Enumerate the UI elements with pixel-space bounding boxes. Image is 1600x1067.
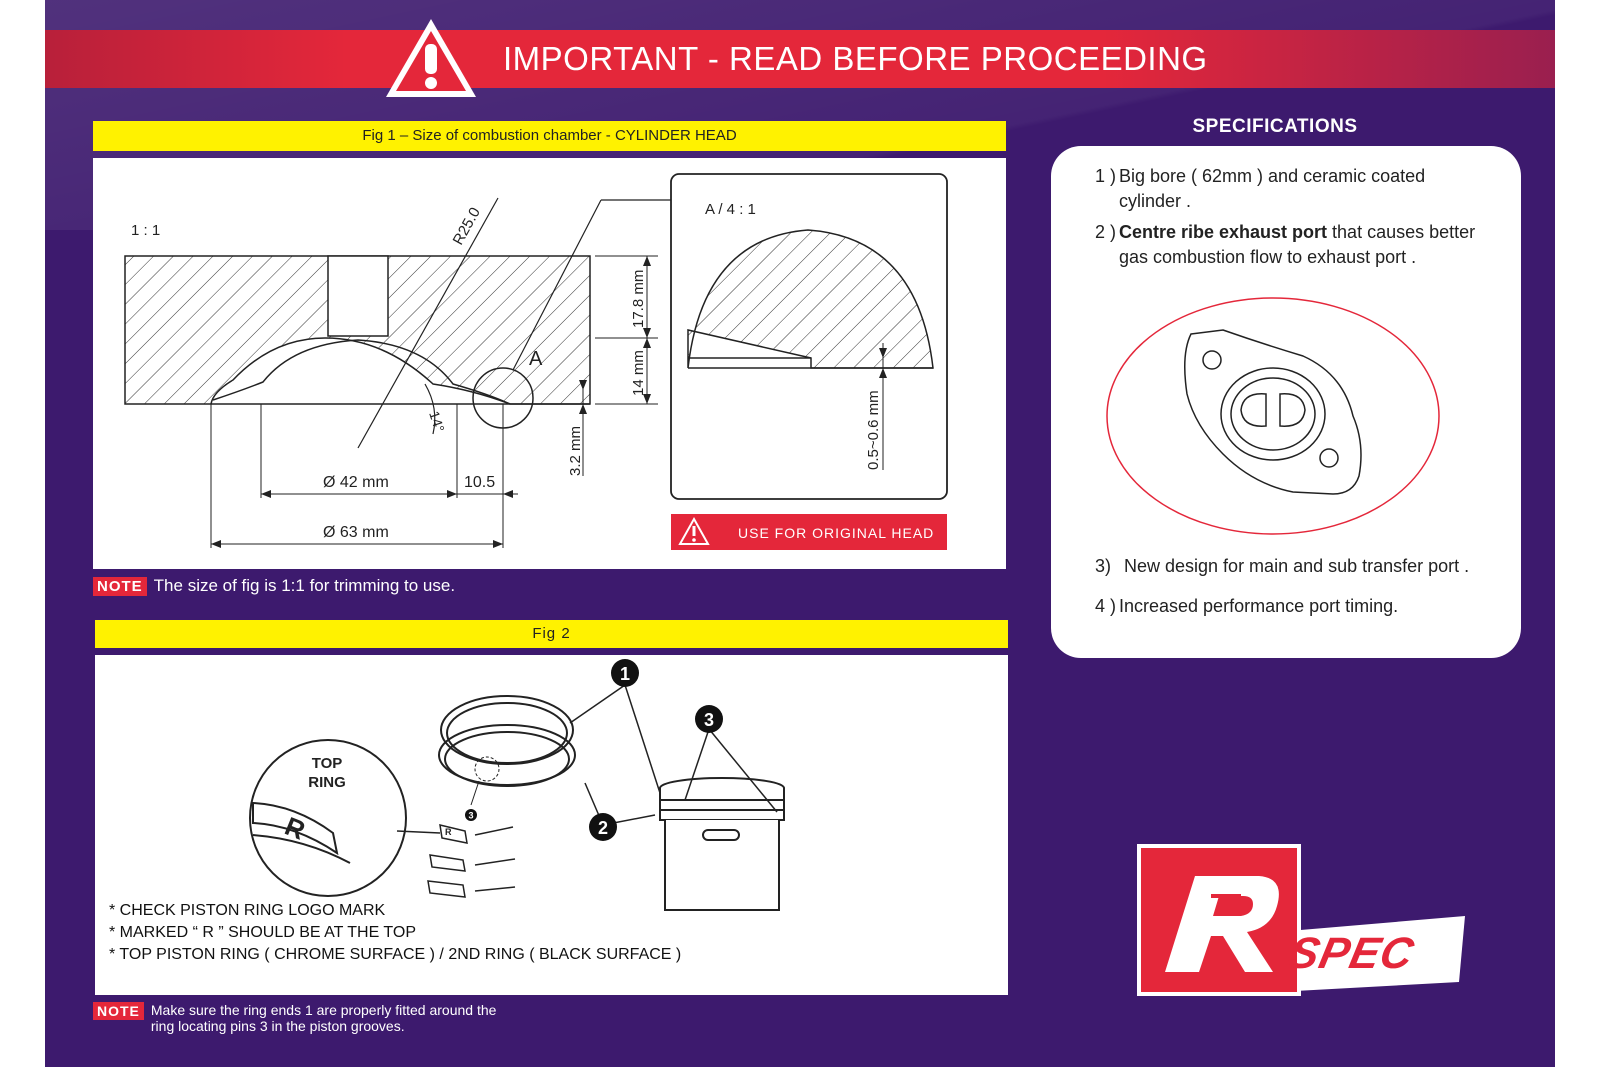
svg-text:2: 2 xyxy=(598,818,608,838)
spec-item: 4 )Increased performance port timing. xyxy=(1095,596,1399,616)
gap-label: 0.5~0.6 mm xyxy=(865,390,882,470)
detail-marker: A xyxy=(529,348,543,370)
detail-scale-label: A / 4 : 1 xyxy=(705,201,756,218)
callout-3: 3 xyxy=(695,705,723,733)
top-ring-label-line1: TOP xyxy=(312,755,343,772)
fig2-note-text: Make sure the ring ends 1 are properly f… xyxy=(150,1002,497,1034)
logo-r-letter xyxy=(1165,876,1279,972)
radius-leader xyxy=(357,197,499,449)
height-mid-label: 14 mm xyxy=(630,350,647,396)
fig2-title: Fig 2 xyxy=(95,620,1008,648)
svg-text:3: 3 xyxy=(468,811,473,821)
warning-triangle-icon xyxy=(386,19,476,97)
top-ring-magnifier xyxy=(249,739,407,897)
detail-leader xyxy=(512,199,602,371)
warning-small-icon xyxy=(678,516,710,545)
specifications-card: 1 )Big bore ( 62mm ) and ceramic coated … xyxy=(1051,146,1521,658)
instruction-sheet: IMPORTANT - READ BEFORE PROCEEDING Fig 1… xyxy=(45,0,1555,1067)
fig1-note-text: The size of fig is 1:1 for trimming to u… xyxy=(153,576,456,595)
spec-item: 3) New design for main and sub transfer … xyxy=(1095,556,1470,576)
specifications-title: SPECIFICATIONS xyxy=(1192,116,1358,137)
original-head-warning xyxy=(671,514,947,550)
spec-item: 2 )Centre ribe exhaust port that causes … xyxy=(1095,222,1476,267)
instruction-line: * TOP PISTON RING ( CHROME SURFACE ) / 2… xyxy=(109,946,681,963)
exhaust-gasket-illustration xyxy=(1106,297,1440,535)
fig1-note: NOTE The size of fig is 1:1 for trimming … xyxy=(93,576,455,596)
inner-dia-label: Ø 42 mm xyxy=(323,474,389,491)
note-tag: NOTE xyxy=(93,1002,144,1020)
scale-label: 1 : 1 xyxy=(131,222,160,239)
ring-ends-small xyxy=(427,824,516,898)
combustion-chamber-drawing: 1 : 1 R25.0 A 14° xyxy=(124,173,948,550)
piston xyxy=(659,777,785,911)
radius-label: R25.0 xyxy=(450,205,484,248)
svg-text:R: R xyxy=(445,827,452,837)
piston-ring-drawing: TOP RING R R xyxy=(109,659,785,963)
height-top-label: 17.8 mm xyxy=(630,270,647,328)
top-ring-label-line2: RING xyxy=(308,774,346,791)
detail-section-hatched xyxy=(687,229,934,369)
callout-1: 1 xyxy=(611,659,639,687)
callout-3-small xyxy=(465,809,477,821)
instruction-line: * MARKED “ R ” SHOULD BE AT THE TOP xyxy=(109,924,416,941)
fig2-note: NOTE Make sure the ring ends 1 are proper… xyxy=(93,1002,653,1034)
fig1-panel: 1 : 1 R25.0 A 14° xyxy=(93,158,1006,569)
callout-2: 2 xyxy=(589,813,617,841)
fig2-panel: TOP RING R R xyxy=(95,655,1008,995)
piston-rings xyxy=(438,695,576,787)
svg-text:3: 3 xyxy=(704,710,714,730)
outer-dia-label: Ø 63 mm xyxy=(323,524,389,541)
rspec-logo: SPEC xyxy=(1137,844,1465,996)
step-label: 3.2 mm xyxy=(567,426,584,476)
instruction-line: * CHECK PISTON RING LOGO MARK xyxy=(109,902,386,919)
svg-text:1: 1 xyxy=(620,664,630,684)
logo-word: SPEC xyxy=(1285,929,1419,977)
angle-arc xyxy=(424,383,436,435)
original-head-label: USE FOR ORIGINAL HEAD xyxy=(738,525,934,541)
angle-label: 14° xyxy=(426,409,448,434)
note-tag: NOTE xyxy=(93,577,147,596)
header-banner xyxy=(45,30,1555,88)
fig1-title: Fig 1 – Size of combustion chamber - CYL… xyxy=(93,121,1006,151)
spec-item: 1 )Big bore ( 62mm ) and ceramic coated … xyxy=(1095,166,1426,211)
plug-hole xyxy=(327,255,389,337)
chamber-profile xyxy=(212,339,511,405)
offset-label: 10.5 xyxy=(464,474,495,491)
page-title: IMPORTANT - READ BEFORE PROCEEDING xyxy=(503,40,1208,77)
